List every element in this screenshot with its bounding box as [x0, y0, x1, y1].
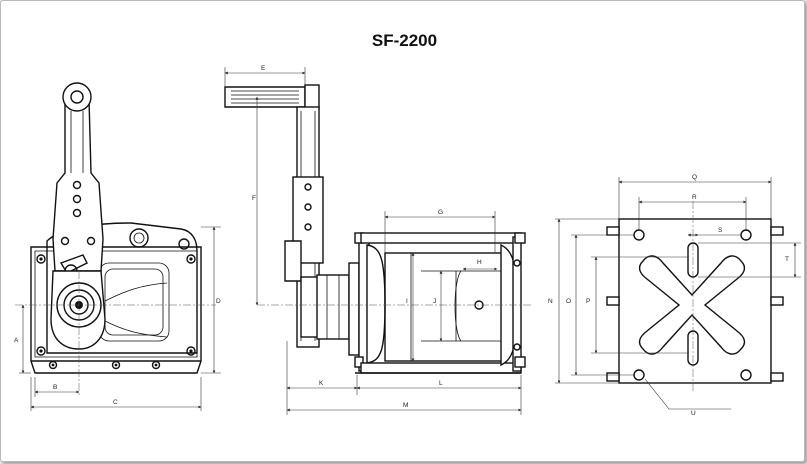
dim-label-b: B — [53, 384, 57, 391]
dim-label-h: H — [477, 259, 482, 266]
side-view-dimensions: E F G H I J K L — [224, 65, 531, 415]
dim-label-j: J — [433, 298, 436, 305]
drawing-title: SF-2200 — [371, 31, 438, 50]
side-view — [224, 84, 526, 374]
dim-label-i: I — [406, 298, 408, 305]
dim-label-u: U — [691, 410, 696, 417]
dim-label-o: O — [566, 298, 571, 305]
dim-label-q: Q — [692, 174, 697, 181]
dim-label-k: K — [319, 380, 324, 387]
dim-label-n: N — [548, 298, 553, 305]
dim-label-a: A — [14, 337, 19, 344]
dim-label-p: P — [586, 298, 590, 305]
dim-label-s: S — [718, 227, 723, 234]
dim-label-f: F — [252, 195, 256, 202]
dim-label-g: G — [438, 209, 443, 216]
plan-view — [606, 218, 784, 384]
plan-view-dimensions: Q R S T N O — [548, 174, 801, 417]
dim-label-r: R — [692, 194, 697, 201]
dim-label-l: L — [439, 380, 443, 387]
dim-label-c: C — [113, 399, 118, 406]
dim-label-m: M — [403, 402, 408, 409]
dim-label-t: T — [785, 256, 789, 263]
front-view — [30, 82, 202, 374]
dim-label-e: E — [261, 65, 266, 72]
front-view-dimensions: A B C D — [14, 226, 221, 411]
dim-label-d: D — [216, 298, 221, 305]
